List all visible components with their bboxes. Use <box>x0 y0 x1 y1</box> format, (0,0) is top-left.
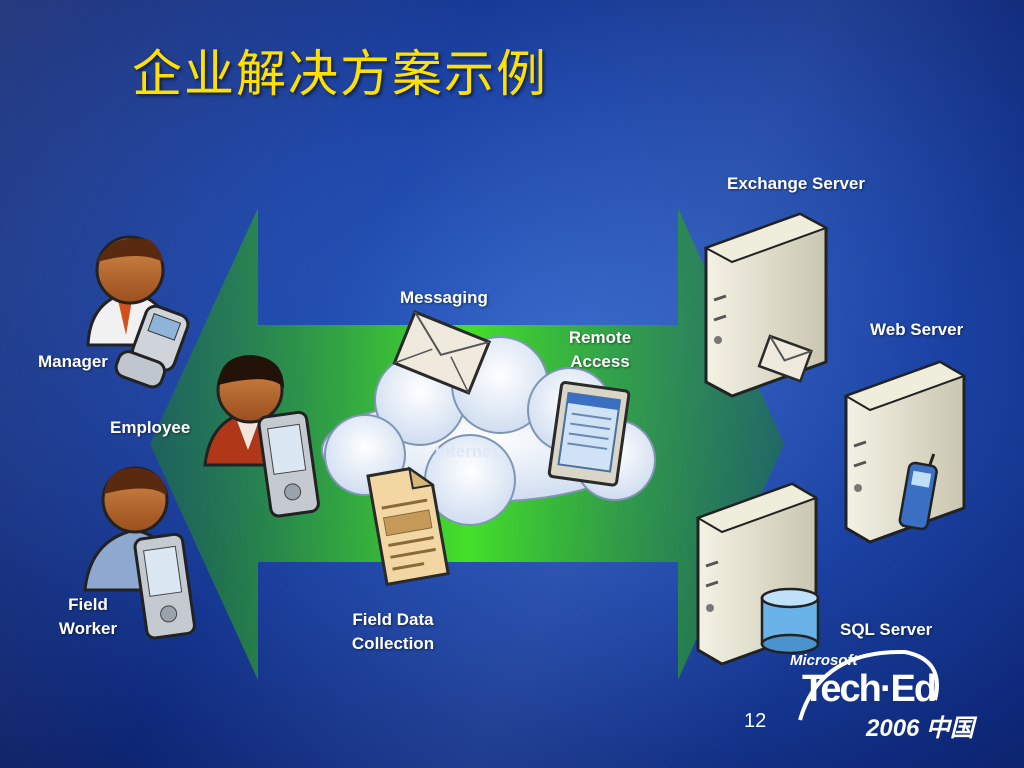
exchange-server-label: Exchange Server <box>727 174 865 193</box>
web-server-label: Web Server <box>870 320 964 339</box>
remote-screen-icon <box>547 381 631 487</box>
field-worker-label-line2: Worker <box>58 619 118 638</box>
database-icon <box>760 587 820 655</box>
page-title: 企业解决方案示例 <box>132 45 548 103</box>
internet-label: Internet <box>435 442 498 461</box>
manager-label: Manager <box>38 352 108 371</box>
field-pda-icon <box>133 532 196 640</box>
exchange-envelope-icon <box>757 334 813 383</box>
web-server-icon <box>843 360 967 544</box>
teched-logo-text: Tech·Ed <box>802 668 937 710</box>
field-worker-label: Field Worker <box>52 593 124 641</box>
messaging-label: Messaging <box>400 288 488 307</box>
field-worker-label-line1: Field <box>68 595 108 614</box>
field-data-label-line1: Field Data <box>352 610 434 629</box>
flip-phone-icon <box>114 304 190 389</box>
remote-access-label-line1: Remote <box>568 328 632 347</box>
page-number: 12 <box>744 710 767 732</box>
pda-icon <box>257 410 320 518</box>
document-icon <box>366 466 450 587</box>
microsoft-logo-text: Microsoft <box>790 652 858 669</box>
remote-access-label-line2: Access <box>570 352 630 371</box>
teched-year-text: 2006 中国 <box>866 715 975 742</box>
envelope-icon <box>392 310 492 395</box>
sql-server-label: SQL Server <box>840 620 933 639</box>
mobile-phone-icon <box>898 453 938 531</box>
field-data-collection-label: Field Data Collection <box>338 608 448 656</box>
employee-label: Employee <box>110 418 191 437</box>
remote-access-label: Remote Access <box>560 326 640 374</box>
field-data-label-line2: Collection <box>351 634 435 653</box>
teched-logo-swoosh <box>798 649 939 721</box>
